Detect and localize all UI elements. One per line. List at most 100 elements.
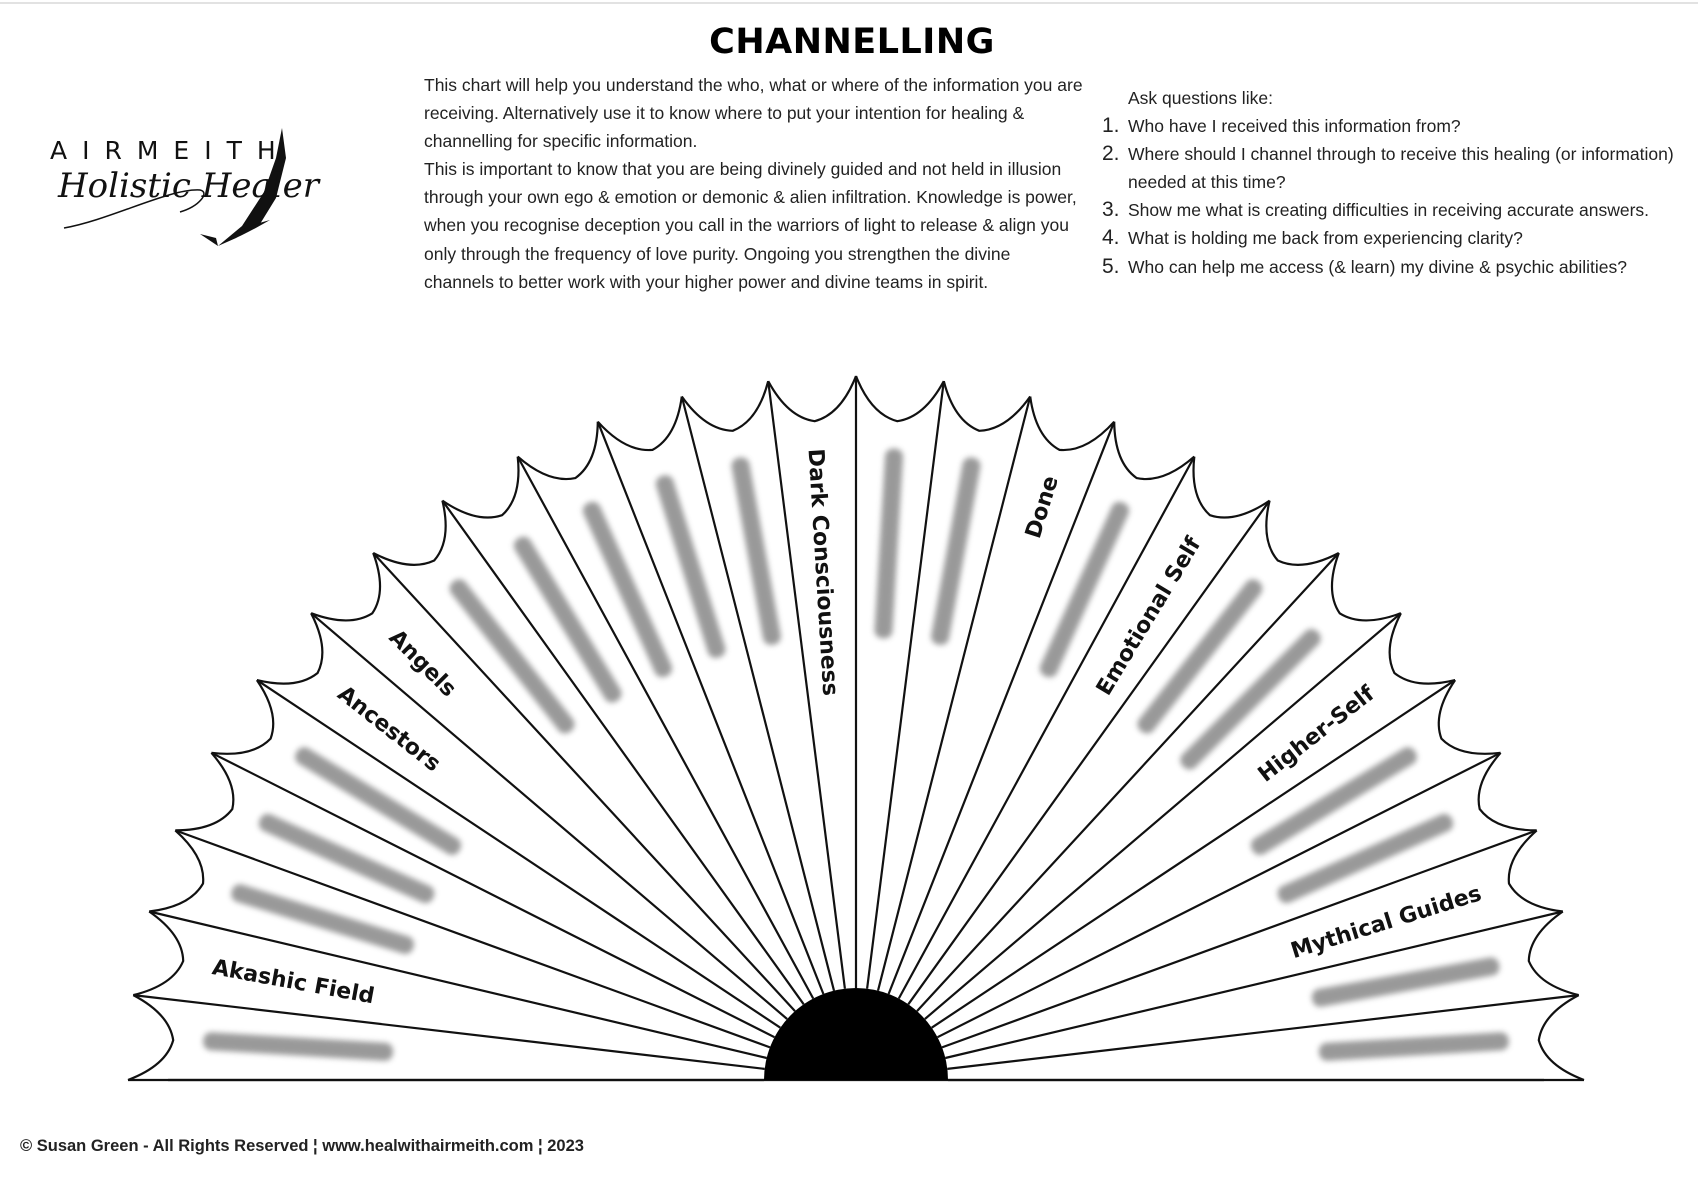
fan-segment-label: Akashic Field	[210, 955, 376, 1009]
fan-segment	[513, 536, 622, 703]
fan-petal-edge	[1477, 752, 1537, 832]
fan-segment	[1250, 747, 1417, 855]
fan-segment	[655, 475, 726, 658]
fan-segment-hidden-label	[1277, 813, 1454, 904]
fan-segment-hidden-label	[1039, 501, 1130, 678]
fan-segment-label: Mythical Guides	[1288, 881, 1485, 964]
question-text: Who can help me access (& learn) my divi…	[1128, 256, 1627, 277]
fan-spokes	[128, 376, 1584, 1082]
fan-petal-edge	[175, 752, 235, 832]
fan-petal-edge	[256, 612, 324, 685]
question-number: 3.	[1102, 198, 1120, 222]
fan-segment-hidden-label	[731, 457, 781, 645]
fan-segment-hidden-label	[513, 536, 622, 703]
question-item: 2. Where should I channel through to rece…	[1102, 140, 1692, 196]
fan-petal-edge	[1265, 500, 1340, 566]
question-item: 1. Who have I received this information f…	[1102, 112, 1692, 140]
fan-segment	[449, 579, 575, 734]
question-item: 4.What is holding me back from experienc…	[1102, 224, 1692, 252]
logo-tagline: Holistic Healer	[58, 166, 319, 206]
fan-petal-edge	[596, 396, 683, 452]
fan-segment	[731, 457, 781, 645]
question-text: Show me what is creating difficulties in…	[1128, 200, 1650, 221]
fan-segment	[1137, 579, 1263, 734]
fan-segment-label: Dark Consciousness	[803, 448, 843, 697]
fan-petal-edge	[854, 375, 945, 423]
fan-segment	[1180, 629, 1321, 770]
fan-segment-hidden-label	[1137, 579, 1263, 734]
fan-petal-edge	[767, 375, 858, 423]
questions-lead: Ask questions like:	[1128, 88, 1273, 108]
question-item: 3. Show me what is creating difficulties …	[1102, 196, 1692, 224]
fan-petal-edge	[1192, 456, 1271, 519]
fan-petal-edge	[680, 380, 770, 432]
question-number: 4.	[1102, 226, 1120, 250]
fan-petal-edge	[516, 421, 599, 481]
fan-segment: Akashic Field	[210, 955, 376, 1009]
fan-segment-hidden-label	[1311, 957, 1500, 1007]
fan-segment	[231, 884, 414, 954]
fan-segment	[1277, 813, 1454, 904]
intro-paragraph: This chart will help you understand the …	[424, 75, 1083, 152]
fan-segment-hidden-label	[1180, 629, 1321, 770]
fan-segment	[1039, 501, 1130, 678]
fan-blades	[127, 375, 1585, 1082]
fan-petal-edge	[310, 552, 382, 622]
fan-segment-hidden-label	[449, 579, 575, 734]
copyright-footer: © Susan Green - All Rights Reserved ¦ ww…	[20, 1137, 584, 1155]
fan-segment-hidden-label	[874, 448, 904, 639]
fan-segment	[1319, 1032, 1509, 1061]
fan-petal-edge	[1527, 910, 1579, 997]
brand-logo: AIRMEITH Holistic Healer	[50, 128, 319, 258]
fan-petal-edge	[133, 910, 185, 997]
fan-petal-edge	[1437, 679, 1501, 755]
fan-hub	[764, 988, 948, 1080]
fan-segment: Dark Consciousness	[803, 448, 843, 697]
question-number: 2.	[1102, 142, 1120, 166]
feather-icon	[63, 128, 286, 246]
question-number: 5.	[1102, 254, 1120, 278]
fan-petal-edge	[1388, 612, 1456, 685]
fan-segment-hidden-label	[1319, 1032, 1509, 1061]
fan-petal-edge	[1537, 994, 1585, 1082]
intro-paragraph: This is important to know that you are b…	[424, 159, 1077, 292]
fan-segment	[258, 813, 435, 904]
fan-petal-edge	[1029, 396, 1116, 452]
fan-segment: Done	[1021, 473, 1064, 542]
fan-segment-label: Done	[1021, 473, 1064, 542]
fan-petal-edge	[942, 380, 1032, 432]
fan-petal-edge	[372, 500, 447, 566]
question-text: Who have I received this information fro…	[1128, 116, 1461, 137]
fan-segment	[582, 501, 673, 678]
fan-segment-hidden-label	[203, 1032, 393, 1061]
fan-segment-hidden-label	[295, 747, 462, 855]
question-list: Ask questions like: 1. Who have I receive…	[1102, 84, 1692, 281]
fan-segment-label: Ancestors	[333, 681, 445, 777]
fan-segment	[203, 1032, 393, 1061]
fan-segment	[874, 448, 904, 639]
page-title: CHANNELLING	[709, 22, 995, 62]
fan-petal-edge	[149, 829, 205, 913]
fan-segment	[931, 457, 981, 645]
fan-segment: Ancestors	[333, 681, 445, 777]
fan-segment-hidden-label	[931, 457, 981, 645]
logo-wordmark: AIRMEITH	[50, 136, 291, 165]
fan-segment	[295, 747, 462, 855]
fan-segment-hidden-label	[582, 501, 673, 678]
fan-segment-hidden-label	[231, 884, 414, 954]
question-text: Where should I channel through to receiv…	[1128, 144, 1674, 193]
fan-segment-hidden-label	[655, 475, 726, 658]
fan-segment-hidden-label	[258, 813, 435, 904]
question-item: 5. Who can help me access (& learn) my di…	[1102, 253, 1692, 281]
fan-petal-edge	[1113, 421, 1196, 481]
fan-petal-edge	[211, 679, 275, 755]
fan-segment-hidden-label	[1250, 747, 1417, 855]
question-number: 1.	[1102, 114, 1120, 138]
fan-segment	[1311, 957, 1500, 1007]
fan-petal-edge	[1330, 552, 1402, 622]
fan-petal-edge	[1507, 829, 1563, 913]
intro-text: This chart will help you understand the …	[424, 71, 1084, 296]
fan-segment: Mythical Guides	[1288, 881, 1485, 964]
fan-petal-edge	[441, 456, 520, 519]
